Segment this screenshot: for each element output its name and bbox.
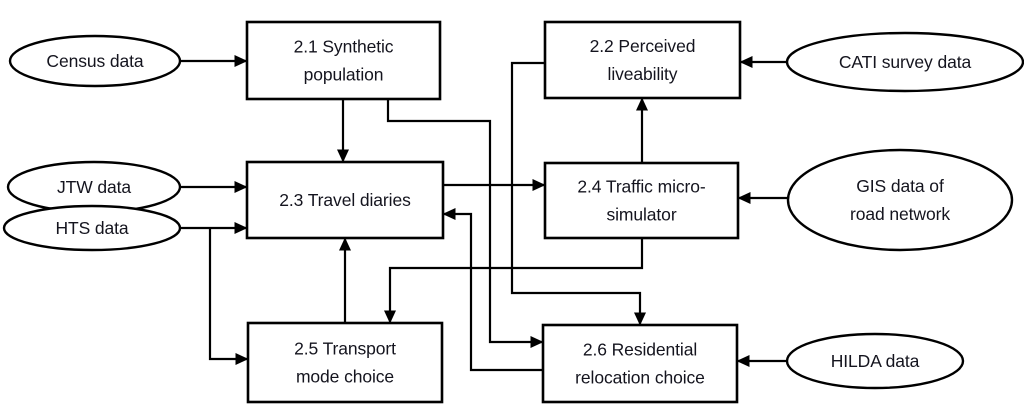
node-hts-data: HTS data xyxy=(2,204,182,252)
node-label: Census data xyxy=(46,51,144,71)
node-2-4-traffic-micro-simulator: 2.4 Traffic micro-simulator xyxy=(543,161,740,240)
2-1-synthetic-population-box xyxy=(245,20,442,101)
2-3-travel-diaries-box xyxy=(245,160,445,240)
node-label: JTW data xyxy=(57,177,131,197)
node-hilda-data: HILDA data xyxy=(785,332,965,390)
edge-2-1-synthetic-population-to-2-6-residential-relocation-choice xyxy=(386,99,544,348)
node-label: HTS data xyxy=(55,218,128,238)
2-2-perceived-liveability-box xyxy=(543,20,742,100)
edge-2-2-perceived-liveability-to-2-6-residential-relocation-choice xyxy=(510,61,646,326)
node-census-data: Census data xyxy=(8,34,182,88)
node-label: 2.3 Travel diaries xyxy=(279,190,411,210)
node-cati-survey-data: CATI survey data xyxy=(785,31,1024,93)
node-label: 2.4 Traffic micro-simulator xyxy=(577,177,705,225)
2-6-residential-relocation-choice-box xyxy=(541,323,739,404)
node-label: CATI survey data xyxy=(839,52,972,72)
edge-2-4-traffic-micro-simulator-to-2-5-transport-mode-choice xyxy=(384,238,644,324)
node-label: HILDA data xyxy=(831,351,920,371)
edge-hts-data-to-2-5-transport-mode-choice xyxy=(208,228,249,365)
node-jtw-data: JTW data xyxy=(6,160,182,214)
2-5-transport-mode-choice-box xyxy=(246,321,444,404)
gis-data-of-road-network-ellipse xyxy=(786,148,1014,252)
2-4-traffic-micro-simulator-box xyxy=(543,161,740,240)
edges-layer xyxy=(180,55,788,372)
edge-2-6-residential-relocation-choice-to-2-3-travel-diaries xyxy=(442,208,543,372)
node-2-3-travel-diaries: 2.3 Travel diaries xyxy=(245,160,445,240)
